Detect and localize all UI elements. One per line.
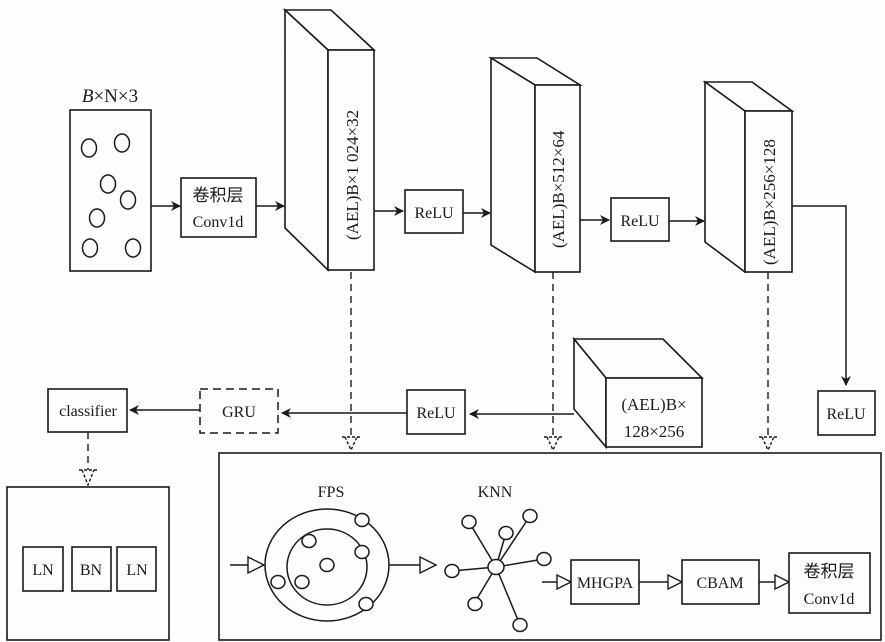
gru-label: GRU <box>222 404 256 421</box>
open-arrow-icon <box>774 573 791 591</box>
gru-box <box>199 388 279 434</box>
relu-block-4: ReLU <box>406 389 466 435</box>
relu-box <box>610 197 670 242</box>
knn-edge <box>495 566 521 626</box>
ael2-side-face <box>490 56 536 274</box>
knn-center-point <box>487 558 505 576</box>
input-point-cloud: B×N×3 <box>69 86 152 272</box>
ael3-side-face <box>704 80 746 274</box>
ael1-front-face <box>327 49 375 271</box>
conv1d-box <box>180 177 257 238</box>
input-shape-label: B×N×3 <box>82 86 138 107</box>
knn-edge <box>468 521 497 568</box>
point-icon <box>119 190 137 210</box>
point-icon <box>461 514 477 530</box>
dashed-arrow-head-icon <box>759 436 777 452</box>
point-icon <box>113 133 131 153</box>
knn-label: KNN <box>478 484 513 501</box>
norm-panel: LN BN LN <box>6 486 170 641</box>
point-icon <box>444 563 460 579</box>
knn-diagram <box>444 508 552 633</box>
point-icon <box>81 238 99 258</box>
conv1d-detail-label-cn: 卷积层 <box>804 562 855 581</box>
detail-panel: FPS KNN <box>218 452 882 641</box>
ael4-label-line2: 128×256 <box>624 422 685 441</box>
point-icon <box>270 574 286 590</box>
point-icon <box>522 508 538 524</box>
norm-ln-box-1 <box>22 546 64 592</box>
ael-block-2: (AEL)B×512×64 <box>488 56 583 274</box>
point-icon <box>354 512 370 528</box>
dashed-arrow-head-icon <box>544 436 562 452</box>
point-icon <box>498 525 514 541</box>
norm-ln-label-2: LN <box>126 562 148 579</box>
conv1d-label-en: Conv1d <box>193 214 244 231</box>
point-icon <box>358 596 374 612</box>
ael3-label: (AEL)B×256×128 <box>760 139 779 265</box>
point-icon <box>80 138 98 158</box>
cbam-box <box>681 559 760 605</box>
classifier-label: classifier <box>59 403 117 420</box>
norm-ln-box-2 <box>116 546 157 592</box>
open-arrow-icon <box>556 573 573 591</box>
point-icon <box>467 596 483 612</box>
classifier-block: classifier <box>47 388 128 433</box>
open-arrow-icon <box>247 555 266 575</box>
conv1d-detail-label-en: Conv1d <box>804 591 855 608</box>
mhgpa-box <box>570 559 640 605</box>
ael2-label: (AEL)B×512×64 <box>549 130 568 248</box>
ael4-front-face <box>605 377 703 448</box>
ael-block-3: (AEL)B×256×128 <box>702 80 795 274</box>
ael3-front-face <box>744 110 793 273</box>
point-icon <box>354 544 370 560</box>
relu-block-2: ReLU <box>610 197 670 242</box>
conv1d-block-top: 卷积层 Conv1d <box>180 177 257 238</box>
relu-block-1: ReLU <box>404 189 464 234</box>
conv1d-box-detail <box>788 552 871 614</box>
ael-block-4: (AEL)B× 128×256 <box>572 336 704 450</box>
input-points <box>80 133 142 258</box>
point-icon <box>319 557 335 573</box>
fps-diagram <box>264 508 390 622</box>
dashed-arrow-head-icon <box>79 469 97 487</box>
relu-box <box>406 389 466 435</box>
point-icon <box>536 551 552 567</box>
cbam-label: CBAM <box>696 575 743 592</box>
point-icon <box>99 174 117 194</box>
relu-label: ReLU <box>416 405 456 422</box>
norm-bn-label: BN <box>80 562 103 579</box>
norm-ln-label-1: LN <box>32 562 54 579</box>
point-icon <box>512 617 528 633</box>
norm-bn-box <box>71 546 112 592</box>
open-arrow-icon <box>667 573 684 591</box>
ael1-label: (AEL)B×1 024×32 <box>343 110 362 240</box>
relu-label: ReLU <box>826 406 866 423</box>
ael4-label-line1: (AEL)B× <box>621 395 686 414</box>
point-icon <box>301 533 317 549</box>
arrow-ael3-to-relu3 <box>792 205 851 386</box>
relu-label: ReLU <box>414 205 454 222</box>
relu-block-3: ReLU <box>817 390 876 436</box>
conv1d-label-cn: 卷积层 <box>193 186 244 205</box>
fps-label: FPS <box>318 484 345 501</box>
relu-label: ReLU <box>620 213 660 230</box>
ael-block-1: (AEL)B×1 024×32 <box>282 8 377 272</box>
relu-box <box>404 189 464 234</box>
ael2-front-face <box>534 84 581 273</box>
knn-edge <box>495 515 531 568</box>
point-icon <box>124 238 142 258</box>
relu-box <box>817 390 876 436</box>
ael1-side-face <box>284 8 329 272</box>
point-icon <box>294 574 310 590</box>
mhgpa-label: MHGPA <box>577 575 634 592</box>
point-icon <box>88 208 106 228</box>
gru-block: GRU <box>199 388 279 434</box>
open-arrow-icon <box>419 555 438 575</box>
dashed-arrow-head-icon <box>342 436 360 452</box>
